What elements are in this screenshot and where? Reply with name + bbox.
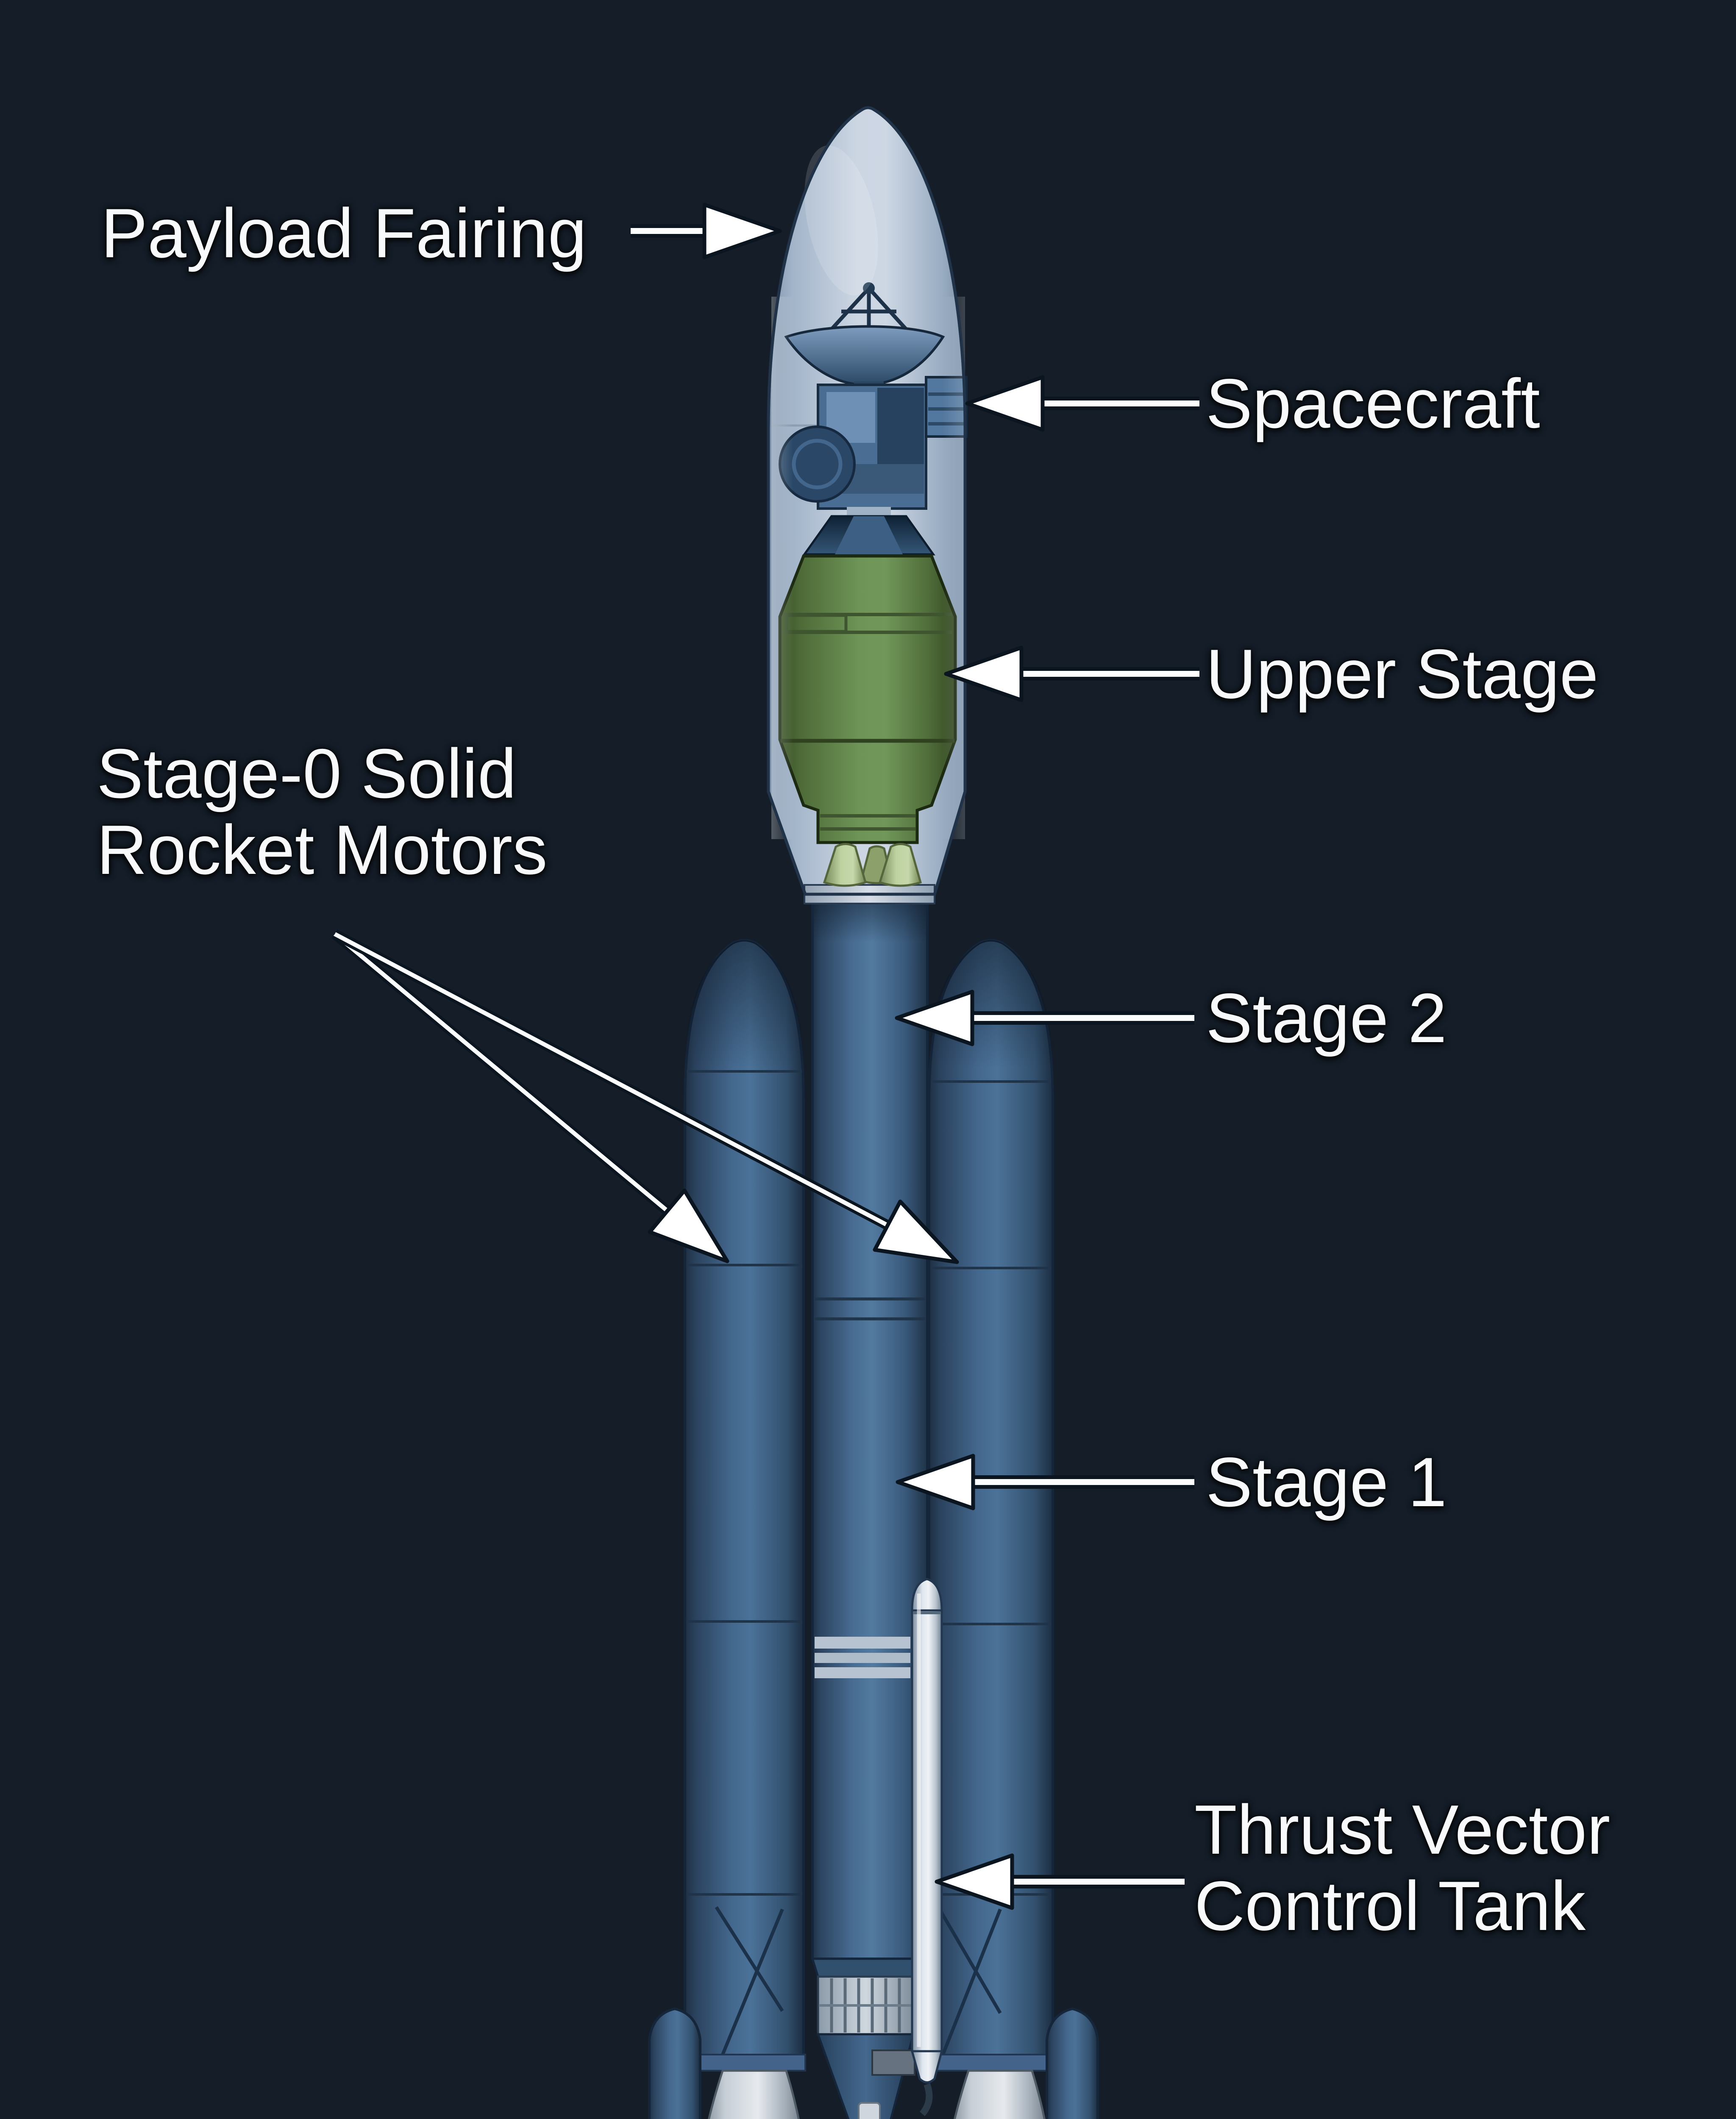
label-stage0-srm-line2: Rocket Motors — [97, 811, 548, 889]
label-stage2: Stage 2 — [1206, 979, 1447, 1057]
spacecraft-adapter — [802, 507, 935, 556]
spacecraft-arrow — [965, 375, 1199, 432]
srm-arrow-left — [331, 930, 729, 1263]
stage2-arrow — [895, 990, 1194, 1046]
label-stage1: Stage 1 — [1206, 1443, 1447, 1521]
core-stages — [811, 901, 930, 2119]
srb-left-aft-pod — [648, 2007, 701, 2119]
srb-left — [648, 939, 806, 2119]
tvc-arrow — [935, 1853, 1185, 1910]
label-tvc: Thrust Vector Control Tank — [1194, 1791, 1610, 1944]
srm-arrow-right — [332, 929, 959, 1264]
label-tvc-line1: Thrust Vector — [1194, 1791, 1611, 1869]
srb-left-nozzle — [708, 2069, 800, 2119]
srb-right-aft-pod — [1046, 2007, 1099, 2119]
stage1-arrow — [896, 1454, 1194, 1510]
annotation-arrows — [331, 203, 1199, 1910]
srb-right-nozzle — [954, 2069, 1046, 2119]
label-spacecraft: Spacecraft — [1206, 364, 1540, 442]
stage1-thrust-structure — [817, 1975, 915, 2036]
stage2-stage1-body — [811, 901, 929, 1960]
payload-fairing-arrow — [631, 203, 782, 259]
fairing-glass-highlights — [767, 106, 967, 896]
label-upper-stage: Upper Stage — [1206, 635, 1599, 713]
tvc-tank-shape — [910, 1578, 943, 2116]
srb-right — [926, 939, 1099, 2119]
spacecraft-dish — [784, 325, 945, 387]
label-stage0-srm: Stage-0 Solid Rocket Motors — [97, 735, 548, 888]
label-stage0-srm-line1: Stage-0 Solid — [97, 734, 517, 812]
label-payload-fairing: Payload Fairing — [101, 194, 587, 272]
label-tvc-line2: Control Tank — [1194, 1867, 1586, 1945]
upper-stage-nozzles — [823, 843, 922, 887]
upper-stage-arrow — [944, 645, 1199, 702]
stage1-stripes — [815, 1637, 910, 1678]
